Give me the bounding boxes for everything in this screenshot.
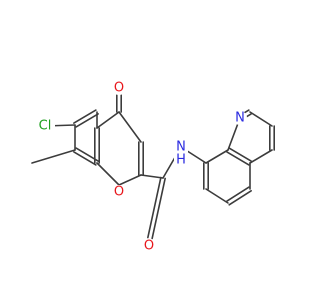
bond-single	[140, 174, 164, 179]
bond-double-line	[151, 177, 166, 240]
nitrogen-amide-label: N	[176, 140, 186, 155]
bond-double-line	[75, 113, 99, 128]
nitrogen-quinoline-atom: N	[233, 111, 247, 126]
oxygen-carbonyl-atom: O	[112, 81, 126, 96]
bond-double-line	[228, 190, 252, 206]
bond-single	[205, 188, 229, 204]
bond-single	[118, 174, 142, 186]
bond-double-line	[73, 109, 97, 124]
oxygen-amide-label: O	[144, 239, 154, 254]
bond-single	[205, 149, 229, 164]
nitrogen-amide-atom: N H	[174, 140, 188, 168]
chlorine-label: Cl	[39, 119, 52, 134]
bond-double-line	[73, 151, 97, 166]
bond-single	[118, 111, 142, 143]
bond-single	[31, 149, 76, 164]
oxygen-ring-label: O	[114, 185, 124, 200]
bond-single	[96, 111, 120, 129]
bond-single	[249, 111, 273, 127]
oxygen-ring-atom: O	[112, 185, 126, 200]
oxygen-carbonyl-label: O	[114, 81, 124, 96]
atom-labels: O Cl O O N H N	[35, 81, 247, 254]
bond-single	[249, 149, 273, 164]
chlorine-atom: Cl	[35, 119, 55, 134]
bond-single	[96, 162, 120, 186]
chemical-structure-diagram: O Cl O O N H N	[31, 81, 276, 254]
bond-double-line	[228, 147, 252, 162]
oxygen-amide-atom: O	[142, 239, 156, 254]
hydrogen-amide-label: H	[176, 153, 186, 168]
nitrogen-quinoline-label: N	[235, 111, 245, 126]
bond-double-line	[147, 176, 162, 239]
bond-double-line	[226, 186, 250, 202]
bond-double-line	[226, 151, 250, 166]
bond-double-line	[75, 147, 99, 162]
